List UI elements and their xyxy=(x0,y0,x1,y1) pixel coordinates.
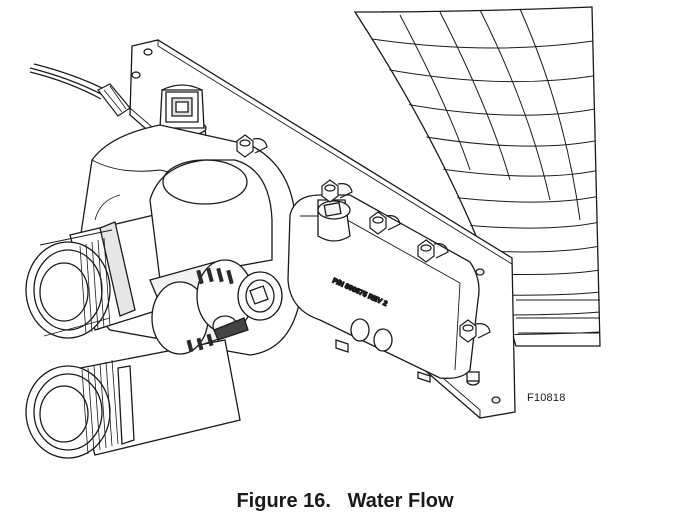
figure-id-label: F10818 xyxy=(527,392,566,404)
valve-cylinder xyxy=(149,159,273,281)
lower-inlet-port xyxy=(25,339,241,459)
figure-number-label: Figure 16. xyxy=(236,490,331,512)
control-housing: P/N 800875 REV 2 xyxy=(287,194,480,383)
wire-lead xyxy=(29,63,131,117)
figure-title: Water Flow xyxy=(347,490,454,512)
figure-caption: Figure 16. Water Flow xyxy=(0,490,690,513)
plate-studs xyxy=(131,48,501,404)
bypass-fitting xyxy=(237,271,283,321)
flow-regulator-knob xyxy=(149,259,254,355)
hex-nuts xyxy=(236,134,491,343)
water-flow-valve-illustration: P/N 800875 REV 2 xyxy=(25,6,601,459)
